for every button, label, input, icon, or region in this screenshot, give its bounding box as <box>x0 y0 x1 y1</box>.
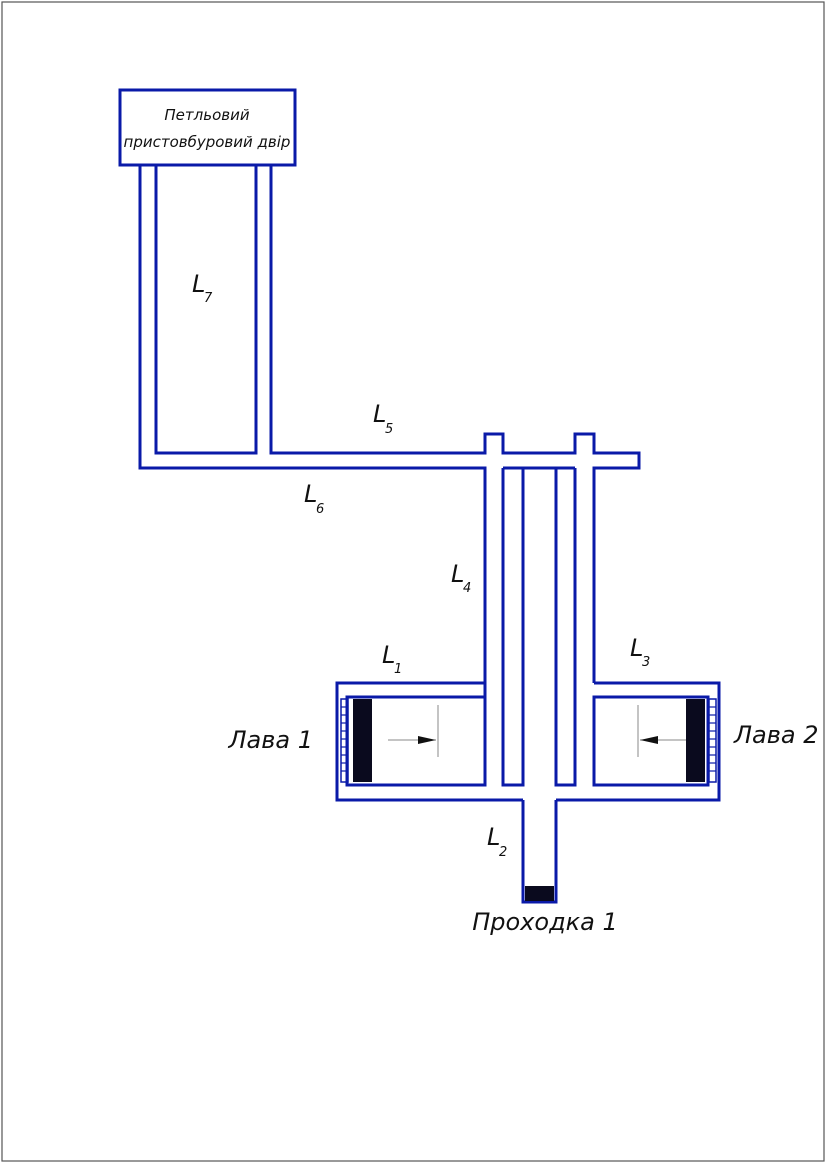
longwall-2-support <box>708 698 717 783</box>
longwall-2-face <box>686 699 705 782</box>
longwall-2-arrowhead <box>640 736 658 744</box>
svg-text:L: L <box>630 634 643 662</box>
svg-text:L: L <box>487 823 500 851</box>
drift-L4-left <box>501 468 525 787</box>
svg-text:6: 6 <box>316 502 324 517</box>
longwall-1-arrowhead <box>418 736 436 744</box>
near-shaft-yard-label-line2: пристовбуровий двір <box>124 133 291 151</box>
label-L6: L 6 <box>304 480 324 517</box>
label-lava-1: Лава 1 <box>227 726 313 754</box>
drift-L4-right <box>554 468 577 787</box>
svg-text:3: 3 <box>642 655 650 670</box>
drift-L7-inner-left <box>154 165 258 455</box>
label-L4: L 4 <box>451 560 471 596</box>
drift-L1-outer <box>335 681 523 802</box>
longwall-1-support <box>340 698 349 783</box>
svg-text:L: L <box>451 560 464 588</box>
svg-text:L: L <box>304 480 317 508</box>
label-prokhodka-1: Проходка 1 <box>472 908 618 936</box>
near-shaft-yard-box <box>118 88 297 167</box>
drift-L1-outline <box>345 695 487 787</box>
longwall-1-face <box>353 699 372 782</box>
svg-text:1: 1 <box>394 662 402 677</box>
svg-text:L: L <box>382 641 395 669</box>
label-L3: L 3 <box>630 634 650 670</box>
label-L2: L 2 <box>487 823 507 860</box>
drift-L7-left <box>138 165 487 697</box>
svg-text:L: L <box>373 400 386 428</box>
label-L7: L 7 <box>192 270 213 306</box>
drift-L3-outline <box>592 695 710 787</box>
longwall-1-support-ticks <box>341 706 348 772</box>
development-heading-face <box>525 886 554 901</box>
longwall-2-support-ticks <box>709 706 716 772</box>
label-lava-2: Лава 2 <box>733 721 819 749</box>
svg-text:5: 5 <box>385 422 393 437</box>
svg-text:7: 7 <box>204 291 213 306</box>
svg-text:L: L <box>192 270 205 298</box>
label-L1: L 1 <box>382 641 402 677</box>
drift-L7-inner-right <box>269 165 641 683</box>
drift-L3-outer <box>556 681 721 802</box>
near-shaft-yard-label-line1: Петльовий <box>164 106 249 124</box>
svg-text:2: 2 <box>499 845 507 860</box>
label-L5: L 5 <box>373 400 393 437</box>
development-heading <box>521 800 558 904</box>
svg-text:4: 4 <box>463 581 471 596</box>
